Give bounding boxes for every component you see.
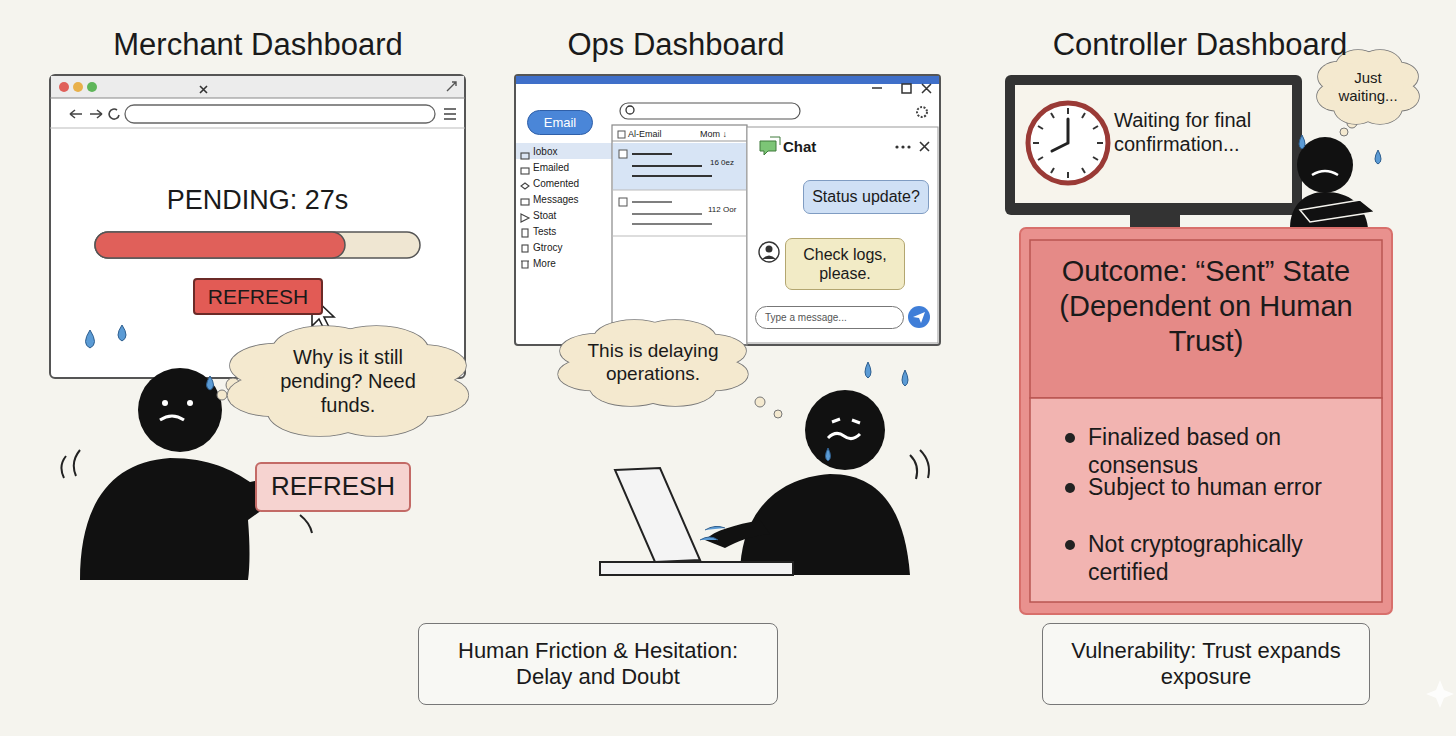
refresh-button: REFRESH xyxy=(193,278,323,315)
message-input: Type a message... xyxy=(755,306,904,329)
node-text: Vulnerability: Trust expands exposure xyxy=(1057,638,1355,691)
node-text: Check logs, please. xyxy=(786,245,904,283)
panel-heading: Controller Dashboard xyxy=(1000,26,1400,63)
bullet-text: Finalized based on consensus xyxy=(1088,424,1373,479)
node-text: This is delaying operations. xyxy=(584,340,722,386)
node-text: Chat xyxy=(783,138,843,156)
menu-item: More xyxy=(533,258,556,270)
node-text: Waiting for final confirmation... xyxy=(1114,108,1286,156)
chat-message: Status update? xyxy=(803,180,929,214)
node-text: Type a message... xyxy=(765,312,847,324)
outcome-box: Outcome: “Sent” State (Dependent on Huma… xyxy=(1020,228,1392,614)
bullet-text: Not cryptographically certified xyxy=(1088,531,1350,586)
menu-item: Comented xyxy=(533,178,579,190)
browser-window xyxy=(50,75,465,378)
email-window xyxy=(515,75,940,345)
menu-item: Iobox xyxy=(533,146,557,158)
node-text: REFRESH xyxy=(208,284,308,309)
chat-pane: ChatStatus update? Check logs, please. Typ… xyxy=(747,127,938,343)
email-button: Email xyxy=(527,110,593,135)
node-text: PENDING: 27s xyxy=(70,184,445,216)
outcome-panel xyxy=(1020,228,1392,614)
chat-message: Check logs, please. xyxy=(785,238,905,290)
node-text: Why is it still pending? Need funds. xyxy=(260,345,436,417)
corner-mark xyxy=(1426,680,1454,708)
caption-box: Vulnerability: Trust expands exposure xyxy=(1042,623,1370,705)
menu-item: Stoat xyxy=(533,210,556,222)
node-text: Email xyxy=(544,115,577,131)
menu-item: Emailed xyxy=(533,162,569,174)
menu-item: Gtrocy xyxy=(533,242,562,254)
node-text: REFRESH xyxy=(271,471,395,502)
node-text: Human Friction & Hesitation: Delay and D… xyxy=(433,638,763,691)
email-date: 16 0ez xyxy=(710,158,734,168)
menu-item: Messages xyxy=(533,194,579,206)
node-text: Status update? xyxy=(812,187,920,206)
clock-icon xyxy=(1028,103,1108,183)
bullet-text: Subject to human error xyxy=(1088,474,1373,502)
caption-box: Human Friction & Hesitation: Delay and D… xyxy=(418,623,778,705)
monitor xyxy=(1005,75,1302,228)
node-text: Just waiting... xyxy=(1334,69,1402,105)
node-text: Outcome: “Sent” State (Dependent on Huma… xyxy=(1040,254,1372,358)
menu-item: Tests xyxy=(533,226,556,238)
refresh-button: REFRESH xyxy=(255,462,411,512)
panel-heading: Ops Dashboard xyxy=(476,26,876,63)
email-date: 112 Oor xyxy=(708,205,736,215)
thought-bubble: This is delaying operations. xyxy=(560,320,746,406)
progress-bar xyxy=(95,232,420,258)
thought-bubble: Why is it still pending? Need funds. xyxy=(230,326,466,436)
node-text: Al-Email xyxy=(628,129,698,140)
waiting-figure xyxy=(1290,118,1381,228)
monitor-screen: Waiting for final confirmation... xyxy=(1015,85,1292,203)
panel-heading: Merchant Dashboard xyxy=(58,26,458,63)
bullet-text: Mom ↓ xyxy=(700,129,744,140)
